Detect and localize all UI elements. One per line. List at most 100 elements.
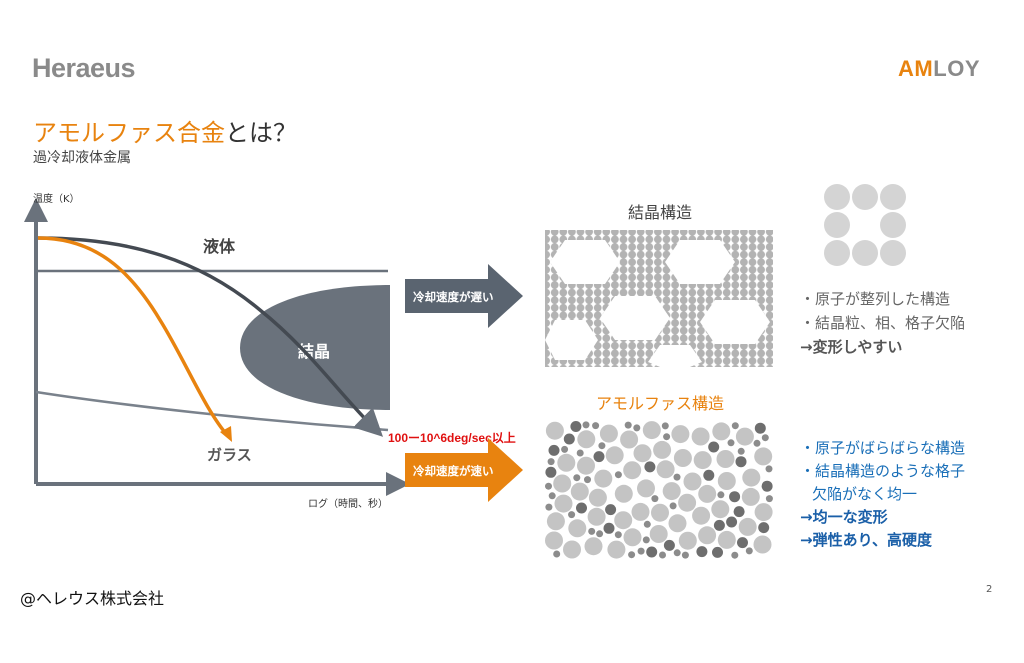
amorphous-atom <box>593 451 605 463</box>
amorphous-atom <box>691 427 710 446</box>
amorphous-atom <box>623 461 642 480</box>
amorphous-bullets: ・原子がばらばらな構造 ・結晶構造のような格子 欠陥がなく均一 →均一な変形 →… <box>800 437 965 552</box>
amorphous-atom <box>603 522 615 534</box>
amorphous-atom <box>545 421 564 440</box>
crystal-region <box>240 285 390 410</box>
amorphous-atom <box>628 551 636 559</box>
amorphous-atom <box>614 531 622 539</box>
amorphous-atom <box>605 504 617 516</box>
amorphous-atom <box>651 495 659 503</box>
amorphous-atom <box>737 537 748 549</box>
amorphous-atom <box>545 466 557 478</box>
amorphous-atom <box>712 422 731 441</box>
amorphous-atom <box>605 446 624 465</box>
amorphous-atom <box>637 547 645 555</box>
amorphous-atom <box>716 450 735 468</box>
crystal-bullet-3: →変形しやすい <box>800 338 903 356</box>
amorphous-atom <box>649 525 668 543</box>
crystal-bullets: ・原子が整列した構造 ・結晶粒、相、格子欠陥 →変形しやすい <box>800 287 965 359</box>
page-title: アモルファス合金とは？ <box>33 113 297 148</box>
amorphous-atom <box>548 492 556 500</box>
amorphous-atom <box>737 447 745 455</box>
amorphous-atom <box>599 424 618 443</box>
amorphous-atom <box>633 424 641 432</box>
amorphous-atom <box>696 546 708 558</box>
cooling-rate-annotation: 100ー10^6deg/sec以上 <box>388 430 516 445</box>
amorphous-atom <box>577 430 596 449</box>
amorphous-atom <box>683 472 702 491</box>
amorphous-atom <box>738 517 757 536</box>
amorphous-bullet-2: ・結晶構造のような格子 <box>800 462 966 480</box>
y-axis-label: 温度（K） <box>33 192 80 205</box>
amorphous-atom <box>754 503 773 522</box>
amorphous-atom <box>741 487 760 506</box>
amorphous-atom <box>663 539 675 551</box>
amorphous-atom <box>661 422 669 430</box>
amorphous-atom <box>644 461 656 473</box>
page-number: 2 <box>986 584 993 595</box>
amorphous-atom <box>708 441 720 453</box>
amorphous-atom <box>678 493 697 512</box>
amorphous-atom <box>761 480 773 492</box>
amorphous-atom <box>588 488 607 507</box>
amorphous-atom <box>642 536 650 544</box>
amorphous-atom <box>703 469 715 481</box>
amorphous-atom <box>553 474 572 493</box>
amorphous-atom <box>561 445 569 453</box>
amorphous-atom <box>570 482 589 501</box>
amorphous-atom <box>656 460 675 479</box>
amorphous-atom <box>633 444 652 463</box>
amorphous-atom <box>596 530 604 538</box>
amorphous-atom <box>663 433 671 441</box>
glass-label: ガラス <box>207 446 252 464</box>
amorphous-structure-image <box>545 421 773 559</box>
amorphous-atom <box>717 472 736 490</box>
amorphous-atom <box>548 444 560 456</box>
amorphous-atom <box>582 421 590 429</box>
amorphous-atom <box>570 421 582 432</box>
amorphous-atom <box>631 502 650 521</box>
amorphous-atom <box>673 473 681 481</box>
amorphous-atom <box>692 506 711 525</box>
amorphous-atom <box>731 551 739 559</box>
amorphous-atom <box>577 456 595 475</box>
amorphous-atom <box>587 507 606 526</box>
x-axis-label: ログ（時間、秒） <box>308 497 388 510</box>
fast-cooling-arrowhead <box>220 426 232 442</box>
amorphous-atom <box>620 430 639 449</box>
amorphous-atom <box>547 458 555 466</box>
amorphous-atom <box>717 530 736 549</box>
amloy-logo-accent: AM <box>898 56 934 81</box>
crystal-structure-title: 結晶構造 <box>628 203 692 222</box>
amorphous-atom <box>646 546 658 558</box>
amorphous-atom <box>607 540 626 559</box>
amorphous-atom <box>698 484 717 503</box>
copyright: @ヘレウス株式会社 <box>20 589 165 608</box>
amorphous-atom <box>576 502 587 514</box>
amorphous-atom <box>592 422 600 430</box>
amorphous-atom <box>614 484 633 503</box>
diagram-axes <box>24 198 410 496</box>
amorphous-atom <box>711 500 730 519</box>
crystal-bullet-1: ・原子が整列した構造 <box>800 290 951 308</box>
amorphous-atom <box>614 511 633 530</box>
crystal-lattice-icon <box>824 184 906 266</box>
amorphous-atom <box>753 439 761 447</box>
amorphous-atom <box>717 491 725 499</box>
amorphous-atom <box>545 482 552 490</box>
amorphous-atom <box>568 519 587 538</box>
amorphous-atom <box>765 465 773 473</box>
amorphous-atom <box>554 494 573 513</box>
amorphous-atom <box>698 526 717 545</box>
fast-cooling-arrow: 冷却速度が速い <box>405 438 523 502</box>
page-subtitle: 過冷却液体金属 <box>33 150 131 166</box>
amorphous-atom <box>669 502 677 510</box>
amorphous-atom <box>637 479 655 498</box>
amorphous-atom <box>576 449 584 457</box>
amorphous-atom <box>557 453 576 472</box>
amorphous-atom <box>735 456 747 468</box>
amorphous-atom <box>678 531 697 550</box>
slow-cooling-label: 冷却速度が遅い <box>413 290 494 304</box>
amorphous-atom <box>588 527 596 535</box>
amorphous-atom <box>642 421 661 440</box>
